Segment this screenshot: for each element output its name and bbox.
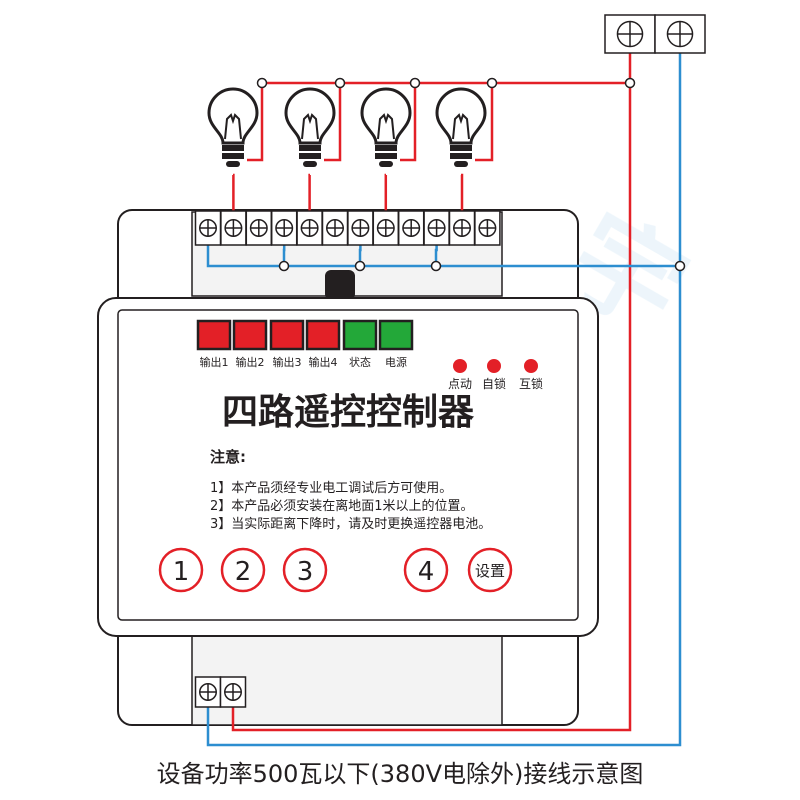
junction-dot [624,77,636,89]
notice: 注意: 1】本产品须经专业电工调试后方可使用。 2】本产品必须安装在离地面1米以… [210,448,491,532]
notice-line-3: 3】当实际距离下降时，请及时更换遥控器电池。 [210,516,491,532]
screw-terminal-icon [604,14,656,54]
mode-label: 互锁 [519,376,543,391]
wire-junctions [256,77,686,272]
mode-led: 点动 [448,359,472,391]
indicator-light: 输出4 [305,319,341,369]
button-3[interactable]: 3 [282,547,328,593]
button-4[interactable]: 4 [403,547,449,593]
indicator-label: 输出1 [200,355,229,369]
mode-led: 自锁 [482,359,506,391]
light-bulb-icon [207,87,259,167]
button-label: 设置 [475,562,505,580]
button-label: 3 [297,557,314,587]
junction-dot [430,260,442,272]
settings-button[interactable]: 设置 [467,547,513,593]
screw-terminal-icon [296,210,323,246]
bulb-feed-wire [324,83,342,162]
bulb-feed-wire [475,83,494,162]
screw-terminal-icon [321,210,349,246]
screw-terminal-icon [270,210,298,246]
screw-terminal-icon [347,210,374,246]
bulb-feed-wire [247,83,264,162]
neutral-wire [206,53,682,747]
indicator-label: 输出4 [309,355,338,369]
top-terminal-block [194,210,501,246]
wires [206,53,682,747]
junction-dot [354,260,366,272]
junction-dot [278,260,290,272]
button-label: 2 [235,557,252,587]
screw-terminal-icon [219,676,247,708]
mode-label: 点动 [448,377,472,391]
junction-dot [409,77,421,89]
junction-dot [674,260,686,272]
light-bulb-icon [435,87,487,167]
light-bulbs [207,87,487,167]
notice-line-2: 2】本产品必须安装在离地面1米以上的位置。 [210,498,474,514]
bottom-terminal-block [194,676,247,708]
live-wire [231,53,632,732]
screw-terminal-icon [220,210,247,246]
screw-terminal-icon [245,210,273,246]
mode-leds: 点动自锁互锁 [448,359,543,391]
notice-heading: 注意: [210,448,246,466]
mode-label: 自锁 [482,376,506,391]
button-2[interactable]: 2 [220,547,266,593]
button-label: 4 [418,557,435,587]
screw-terminal-icon [397,210,425,246]
diagram-caption: 设备功率500瓦以下(380V电除外)接线示意图 [157,760,644,788]
indicator-light: 输出3 [269,319,305,369]
light-bulb-icon [360,87,412,167]
screw-terminal-icon [474,210,501,246]
mode-led: 互锁 [519,359,543,391]
button-1[interactable]: 1 [158,547,204,593]
screw-terminal-icon [448,210,476,246]
screw-terminal-icon [423,210,450,246]
junction-dot [256,77,268,89]
junction-dot [334,77,346,89]
button-label: 1 [173,557,190,587]
screw-terminal-icon [372,210,400,246]
indicator-light: 状态 [342,319,378,369]
antenna-knob [325,270,355,300]
screw-terminal-icon [654,14,706,54]
indicator-light: 输出1 [196,319,232,369]
bulb-feed-wire [400,83,417,162]
indicator-light: 输出2 [232,319,268,369]
screw-terminal-icon [194,210,222,246]
indicator-lights: 输出1 输出2 输出3 输出4 状态电源 [196,319,414,369]
indicator-label: 状态 [349,355,371,369]
junction-dot [486,77,498,89]
power-input-terminal [604,14,706,54]
indicator-label: 电源 [385,355,407,369]
control-buttons: 1 2 3 4 设置 [158,547,513,593]
device-title: 四路遥控控制器 [222,392,475,433]
indicator-label: 输出2 [236,355,265,369]
indicator-light: 电源 [378,319,414,369]
indicator-label: 输出3 [273,355,302,369]
light-bulb-icon [284,87,336,167]
screw-terminal-icon [194,676,222,708]
notice-line-1: 1】本产品须经专业电工调试后方可使用。 [210,480,452,496]
front-panel [97,297,599,637]
